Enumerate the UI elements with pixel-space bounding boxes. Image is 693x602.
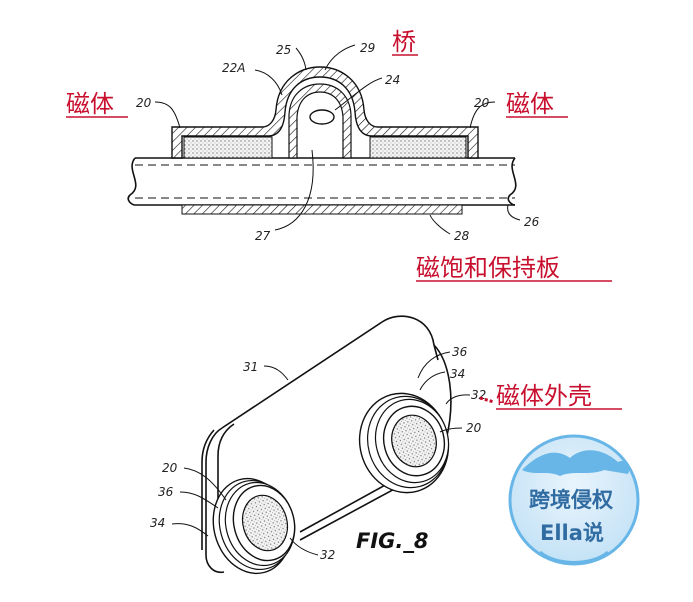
ref-24: 24	[385, 73, 400, 87]
ref-32-left: 32	[320, 548, 335, 562]
watermark-logo: 跨境侵权 Ella说	[508, 434, 640, 566]
ref-22a: 22A	[222, 61, 245, 75]
ref-29: 29	[360, 41, 375, 55]
cross-section-figure: 20 20 22A 25 29 24 27 28 26 桥 磁体 磁体 磁饱和保…	[66, 28, 612, 282]
ref-20-right: 20	[474, 96, 490, 110]
hole	[309, 109, 335, 125]
bridge	[288, 83, 352, 159]
ref-20-right-bottom: 20	[466, 421, 482, 435]
magnet-right-face	[391, 414, 437, 468]
magnet-housing-shell	[171, 66, 479, 159]
magnet-left	[183, 136, 273, 159]
rod	[127, 157, 517, 206]
isometric-figure: 31 36 34 32 20 20 36 34 32 FIG._8 磁体外壳	[150, 315, 622, 575]
annotation-magnet-right: 磁体	[506, 90, 554, 118]
ref-36-right: 36	[452, 345, 468, 359]
ref-26: 26	[524, 215, 540, 229]
magnet-left-face	[241, 494, 289, 552]
watermark-line2: Ella说	[540, 521, 604, 545]
ref-32-right: 32	[471, 388, 486, 402]
magnet-housing-left	[212, 477, 296, 575]
ref-31: 31	[243, 360, 258, 374]
ref-34-right: 34	[450, 367, 465, 381]
magnet-housing-right	[358, 392, 450, 494]
watermark-line1: 跨境侵权	[529, 488, 613, 512]
ref-28: 28	[454, 229, 470, 243]
figure-caption: FIG._8	[356, 529, 429, 553]
ref-20-left-bottom: 20	[162, 461, 178, 475]
saturation-plate	[181, 204, 463, 215]
ref-36-left: 36	[158, 485, 174, 499]
magnet-right	[369, 136, 467, 159]
annotation-bridge: 桥	[392, 28, 416, 56]
ref-34-left: 34	[150, 516, 165, 530]
ref-25: 25	[276, 43, 291, 57]
annotation-magnet-housing: 磁体外壳	[496, 382, 592, 410]
ref-27: 27	[255, 229, 271, 243]
annotation-magnet-left: 磁体	[66, 90, 114, 118]
ref-20-left: 20	[136, 96, 152, 110]
annotation-saturation-plate: 磁饱和保持板	[416, 254, 560, 282]
